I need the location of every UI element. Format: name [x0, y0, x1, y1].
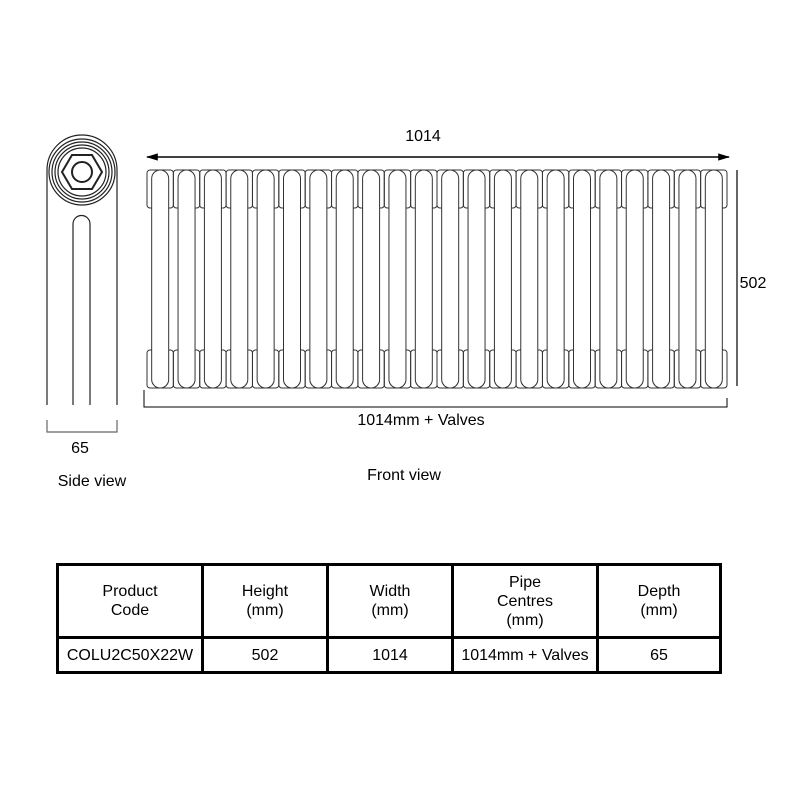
- section-column: [256, 169, 275, 389]
- section-column: [388, 169, 407, 389]
- radiator-section: [700, 169, 728, 389]
- radiator-section: [568, 169, 596, 389]
- depth-bracket: [46, 420, 118, 433]
- radiator-section: [594, 169, 623, 389]
- radiator-section: [673, 169, 702, 389]
- side-slot: [72, 214, 91, 405]
- depth-dimension-label: 65: [71, 440, 89, 457]
- section-column: [362, 169, 381, 389]
- radiator-section: [410, 169, 438, 389]
- section-column: [704, 169, 723, 389]
- section-column: [283, 169, 301, 389]
- radiator-section: [278, 169, 306, 389]
- section-column: [203, 169, 222, 389]
- cell-pipe-centres: 1014mm + Valves: [451, 636, 599, 674]
- cell-depth: 65: [596, 636, 722, 674]
- section-column: [599, 169, 618, 389]
- section-column: [546, 169, 565, 389]
- radiator-section: [489, 169, 517, 389]
- section-column: [151, 169, 170, 389]
- header-width: Width(mm): [326, 563, 454, 639]
- nut-bore: [71, 161, 93, 183]
- front-view: [146, 169, 728, 389]
- radiator-section: [199, 169, 227, 389]
- radiator-section: [304, 169, 333, 389]
- section-column: [414, 169, 433, 389]
- radiator-section: [436, 169, 464, 389]
- section-column: [678, 169, 697, 389]
- side-view-label: Side view: [57, 473, 127, 490]
- radiator-section: [146, 169, 174, 389]
- radiator-section: [251, 169, 280, 389]
- cell-width: 1014: [326, 636, 454, 674]
- table-row: COLU2C50X22W 502 1014 1014mm + Valves 65: [56, 636, 722, 674]
- section-column: [335, 169, 354, 389]
- cell-height: 502: [201, 636, 329, 674]
- width-dimension-label: 1014: [405, 128, 441, 145]
- section-column: [467, 169, 486, 389]
- pipe-centres-bracket: [143, 390, 728, 408]
- section-column: [230, 169, 249, 389]
- front-view-label: Front view: [367, 467, 441, 484]
- section-column: [309, 169, 328, 389]
- header-depth: Depth(mm): [596, 563, 722, 639]
- radiator-section: [515, 169, 543, 389]
- radiator-section: [225, 169, 253, 389]
- cell-product-code: COLU2C50X22W: [56, 636, 204, 674]
- section-column: [177, 169, 196, 389]
- side-view: [46, 134, 118, 433]
- radiator-section: [647, 169, 675, 389]
- section-column: [652, 169, 671, 389]
- section-column: [493, 169, 512, 389]
- radiator-section: [331, 169, 359, 389]
- section-column: [441, 169, 460, 389]
- side-view-outline: [46, 134, 118, 405]
- section-column: [625, 169, 644, 389]
- radiator-section: [172, 169, 201, 389]
- radiator-section: [541, 169, 570, 389]
- hex-nut: [60, 154, 104, 190]
- section-column: [573, 169, 591, 389]
- header-height: Height(mm): [201, 563, 329, 639]
- radiator-section: [462, 169, 491, 389]
- radiator-section: [621, 169, 649, 389]
- pipe-centres-label: 1014mm + Valves: [357, 412, 485, 429]
- radiator-section: [357, 169, 385, 389]
- section-column: [520, 169, 539, 389]
- height-dimension-label: 502: [739, 275, 767, 292]
- radiator-section: [383, 169, 412, 389]
- pipe-ring: [48, 138, 116, 206]
